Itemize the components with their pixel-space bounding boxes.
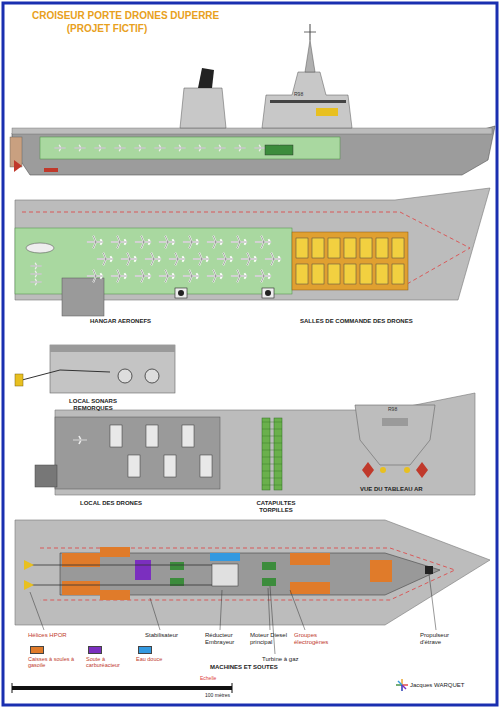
part-label: Groupes électrogènes <box>294 632 334 646</box>
poster-title: CROISEUR PORTE DRONES DUPERRE <box>32 10 219 22</box>
drone-bay <box>146 425 158 447</box>
drone-icon <box>265 253 281 266</box>
drone-icon <box>254 145 265 151</box>
drone-icon <box>183 270 199 283</box>
catapult-rung <box>262 471 282 472</box>
drone-bay <box>182 425 194 447</box>
drone-icon <box>30 271 41 277</box>
drone-icon <box>217 253 233 266</box>
console <box>360 264 372 284</box>
drone-icon <box>30 279 41 285</box>
part-label: Hélices HPOR <box>28 632 67 639</box>
part-label: Stabilisateur <box>145 632 178 639</box>
drone-icon <box>169 253 185 266</box>
drone-icon <box>154 145 165 151</box>
drone-icon <box>111 236 127 249</box>
drone-icon <box>87 270 103 283</box>
hull-number: R98 <box>388 407 397 413</box>
console <box>392 264 404 284</box>
console <box>296 264 308 284</box>
legend-text: Caisses à soules à gasoile <box>28 656 76 669</box>
console <box>312 264 324 284</box>
catapult-rung <box>262 436 282 437</box>
drone-icon <box>194 145 205 151</box>
section-title: HANGAR AERONEFS <box>90 318 151 325</box>
legend-text: Soute à carburéacteur <box>86 656 134 669</box>
catapult-rung <box>262 485 282 486</box>
drone-icon <box>87 236 103 249</box>
catapult-rung <box>262 450 282 451</box>
drone-icon <box>97 253 113 266</box>
drone-icon <box>241 253 257 266</box>
drone-icon <box>183 236 199 249</box>
console <box>360 238 372 258</box>
drone-icon <box>135 236 151 249</box>
drone-icon <box>111 270 127 283</box>
drone-icon <box>121 253 137 266</box>
drone-icon <box>54 145 65 151</box>
console <box>376 264 388 284</box>
drone-icon <box>94 145 105 151</box>
console <box>344 238 356 258</box>
legend-text: Eau douce <box>136 656 184 662</box>
section-title: LOCAL DES DRONES <box>80 500 142 507</box>
section-title: LOCAL SONARS REMORQUES <box>58 398 128 412</box>
section-title: MACHINES ET SOUTES <box>210 664 278 671</box>
drone-icon <box>174 145 185 151</box>
part-label: Moteur Diesel principal <box>250 632 290 646</box>
part-label: Propulseur d'étrave <box>420 632 464 646</box>
catapult-rung <box>262 422 282 423</box>
scale-label: 100 mètres <box>205 693 230 699</box>
section-title: SALLES DE COMMANDE DES DRONES <box>300 318 413 325</box>
drone-icon <box>134 145 145 151</box>
drone-icon <box>74 145 85 151</box>
drone-icon <box>159 236 175 249</box>
drone-icon <box>145 253 161 266</box>
catapult-rung <box>262 457 282 458</box>
drone-icon <box>255 270 271 283</box>
legend-swatch <box>88 646 102 654</box>
drone-icon <box>234 145 245 151</box>
catapult-rung <box>262 478 282 479</box>
catapult-rung <box>262 443 282 444</box>
signature: Jacques WARQUET <box>410 682 464 689</box>
scale-label: Echelle <box>200 676 216 682</box>
drone-icon <box>231 236 247 249</box>
subtitle: (PROJET FICTIF) <box>52 23 162 35</box>
drone-icon <box>30 263 41 269</box>
drone-icon <box>214 145 225 151</box>
drone-icon <box>135 270 151 283</box>
console <box>344 264 356 284</box>
drone-icon <box>73 436 87 444</box>
drone-bay <box>128 455 140 477</box>
section-title: VUE DU TABLEAU AR <box>360 486 423 493</box>
drone-bay <box>200 455 212 477</box>
drone-icon <box>193 253 209 266</box>
drone-icon <box>159 270 175 283</box>
console <box>376 238 388 258</box>
catapult-rung <box>262 429 282 430</box>
drone-icon <box>255 236 271 249</box>
catapult-rung <box>262 464 282 465</box>
console <box>296 238 308 258</box>
drone-icon <box>114 145 125 151</box>
console <box>312 238 324 258</box>
part-label: Turbine à gaz <box>262 656 298 663</box>
drone-bay <box>164 455 176 477</box>
console <box>328 238 340 258</box>
part-label: Réducteur Embrayeur <box>205 632 243 646</box>
console <box>328 264 340 284</box>
drone-icon <box>207 236 223 249</box>
drone-icon <box>231 270 247 283</box>
drone-icon <box>207 270 223 283</box>
legend-swatch <box>30 646 44 654</box>
console <box>392 238 404 258</box>
drone-bay <box>110 425 122 447</box>
hull-number: R98 <box>294 92 303 98</box>
legend-swatch <box>138 646 152 654</box>
section-title: CATAPULTES TORPILLES <box>246 500 306 514</box>
